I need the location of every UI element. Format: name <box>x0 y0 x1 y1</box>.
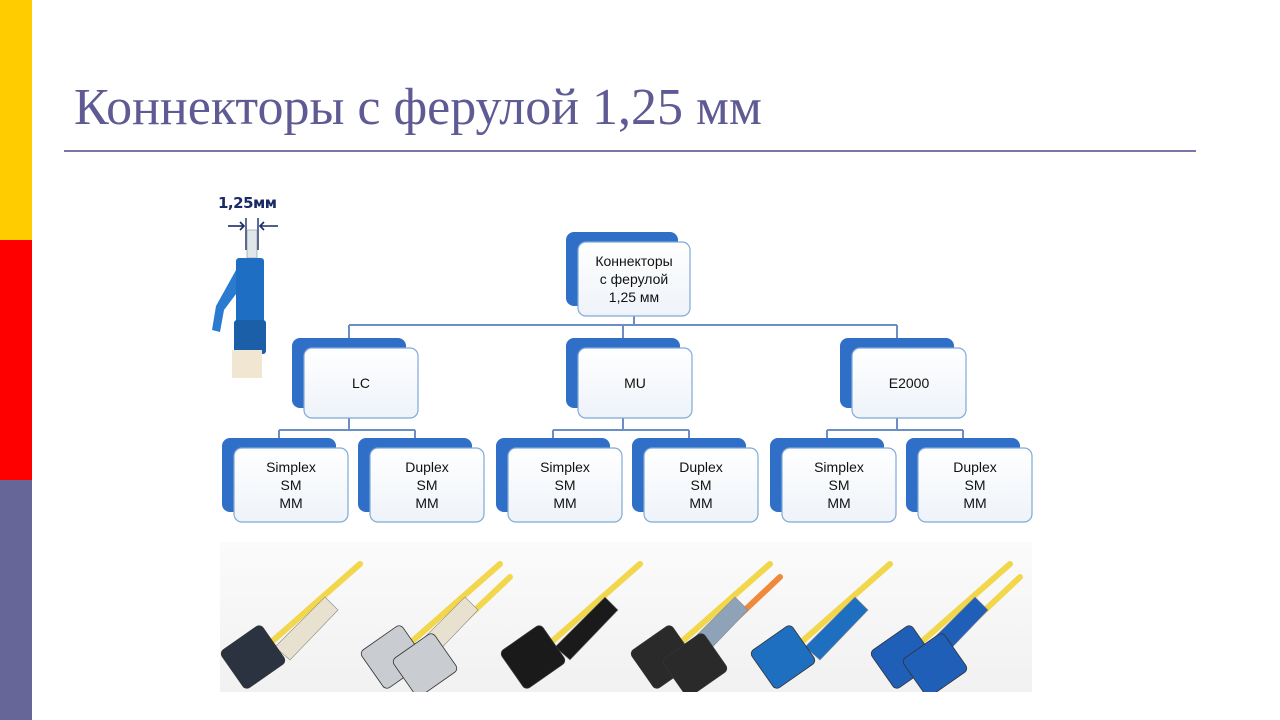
node-label: Simplex <box>814 459 864 475</box>
diagram-connector-lines <box>278 316 964 438</box>
node-label: MU <box>624 375 646 391</box>
node-label: SM <box>555 477 576 493</box>
node-label: E2000 <box>889 375 930 391</box>
node-box <box>369 447 485 523</box>
node-label: Simplex <box>540 459 590 475</box>
node-box <box>507 447 623 523</box>
node-label: LC <box>352 375 370 391</box>
e2000-duplex-connector-photo <box>870 561 1023 697</box>
node-label: 1,25 мм <box>609 289 659 305</box>
node-label: SM <box>965 477 986 493</box>
node-label: MM <box>827 495 850 511</box>
node-label: с ферулой <box>600 271 668 287</box>
accent-bar-purple <box>0 480 32 720</box>
connector-photo-strip <box>220 542 1032 697</box>
node-label: Коннекторы <box>595 253 672 269</box>
node-box <box>917 447 1033 523</box>
node-box <box>233 447 349 523</box>
lc-simplex-connector-photo <box>220 561 363 689</box>
node-label: MM <box>963 495 986 511</box>
node-label: MM <box>689 495 712 511</box>
category-node-e2000: E2000 <box>840 338 967 419</box>
node-label: SM <box>829 477 850 493</box>
node-box <box>303 347 419 419</box>
e2000-simplex-connector-photo <box>750 561 893 689</box>
mu-simplex-connector-photo <box>500 561 643 689</box>
mu-duplex-connector-photo <box>630 561 783 697</box>
lc-connector-ferrule-photo <box>212 218 278 378</box>
node-label: SM <box>417 477 438 493</box>
node-box <box>643 447 759 523</box>
lc-duplex-connector-photo <box>360 561 513 697</box>
slide-title: Коннекторы с ферулой 1,25 мм <box>74 79 762 136</box>
node-label: MM <box>553 495 576 511</box>
title-underline <box>64 150 1196 152</box>
node-label: Duplex <box>953 459 997 475</box>
accent-bar-red <box>0 240 32 480</box>
node-label: Duplex <box>679 459 723 475</box>
category-node-lc: LC <box>292 338 419 419</box>
node-box <box>781 447 897 523</box>
node-label: MM <box>279 495 302 511</box>
node-box <box>577 347 693 419</box>
node-label: SM <box>691 477 712 493</box>
node-box <box>577 241 691 317</box>
node-label: Simplex <box>266 459 316 475</box>
accent-bar-yellow <box>0 0 32 240</box>
node-box <box>851 347 967 419</box>
node-label: Duplex <box>405 459 449 475</box>
node-label: MM <box>415 495 438 511</box>
category-node-mu: MU <box>566 338 693 419</box>
node-label: SM <box>281 477 302 493</box>
ferrule-dimension-label: 1,25мм <box>218 194 277 212</box>
root-node: Коннекторы с ферулой 1,25 мм <box>566 232 691 317</box>
